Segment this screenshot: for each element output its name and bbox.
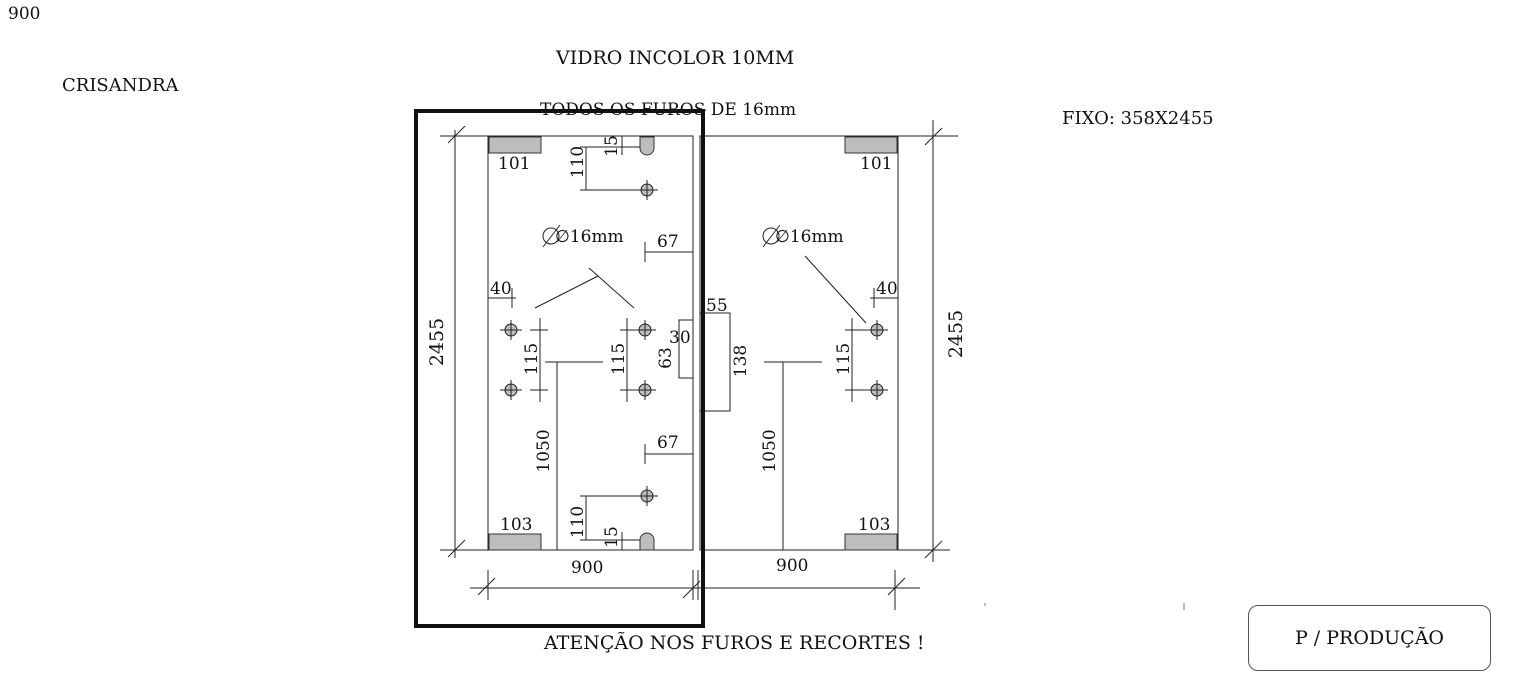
- warning-text: ATENÇÃO NOS FUROS E RECORTES !: [544, 632, 925, 654]
- selection-frame: [414, 109, 705, 628]
- left-notch-height-label: 63: [656, 347, 676, 369]
- hole: [500, 320, 522, 340]
- hole: [500, 380, 522, 400]
- hole: [634, 320, 656, 340]
- glass-title: VIDRO INCOLOR 10MM: [556, 47, 795, 69]
- hole: [634, 380, 656, 400]
- top-offset-label: 67: [657, 232, 679, 252]
- left-bottom-pad-label: 103: [500, 515, 532, 535]
- top-hinge-hole: [639, 136, 655, 156]
- center-notch-height-label: 138: [731, 345, 751, 377]
- center-notch-width-label: 55: [706, 296, 728, 316]
- left-handle-spacing-label: 115: [522, 343, 542, 375]
- client-name: CRISANDRA: [62, 75, 179, 96]
- hole: [866, 320, 888, 340]
- bottom-hinge-hole: [639, 532, 655, 551]
- right-edge-label: 40: [876, 279, 898, 299]
- hole: [636, 180, 658, 200]
- production-button[interactable]: P / PRODUÇÃO: [1248, 605, 1491, 671]
- left-hole-diameter: ∅16mm: [555, 227, 624, 247]
- left-edge-label: 40: [490, 279, 512, 299]
- right-handle-spacing-label: 115: [834, 343, 854, 375]
- top-hinge-spacing-label: 110: [568, 146, 588, 178]
- left-width-label: 900: [571, 558, 603, 578]
- left-notch-depth-label: 30: [669, 328, 691, 348]
- bottom-hinge-edge-label: 15: [602, 526, 622, 548]
- right-hole-diameter: ∅16mm: [775, 227, 844, 247]
- bottom-hinge-spacing-label: 110: [568, 506, 588, 538]
- right-top-pad-label: 101: [860, 154, 892, 174]
- mid-handle-spacing-label: 115: [609, 343, 629, 375]
- left-bottom-pad: [488, 533, 542, 551]
- left-top-pad: [488, 136, 542, 154]
- diameter-icon: [762, 227, 780, 245]
- right-handle-height-label: 1050: [760, 429, 780, 472]
- top-hinge-edge-label: 15: [602, 135, 622, 157]
- left-glass-panel: [487, 135, 694, 551]
- diameter-icon: [542, 227, 560, 245]
- left-top-pad-label: 101: [498, 154, 530, 174]
- hole: [866, 380, 888, 400]
- right-top-pad: [844, 136, 898, 154]
- left-height-label: 2455: [426, 318, 448, 366]
- left-notch: [678, 319, 693, 379]
- corner-number: 900: [8, 4, 41, 24]
- right-width-label: 900: [776, 556, 808, 576]
- right-bottom-pad-label: 103: [858, 515, 890, 535]
- bottom-offset-label: 67: [657, 433, 679, 453]
- left-handle-height-label: 1050: [534, 429, 554, 472]
- fixed-dimensions: FIXO: 358X2455: [1062, 108, 1214, 129]
- right-height-label: 2455: [945, 310, 967, 358]
- hole: [636, 486, 658, 506]
- right-bottom-pad: [844, 533, 898, 551]
